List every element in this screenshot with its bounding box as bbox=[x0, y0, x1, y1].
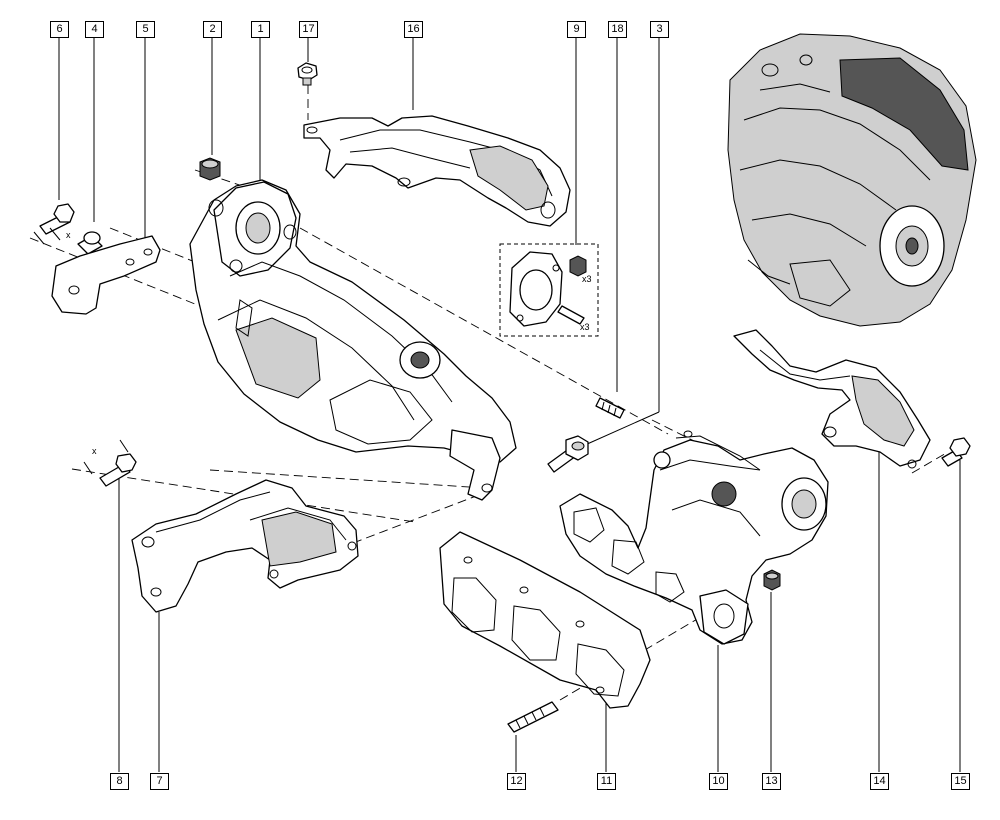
callout-4: 4 bbox=[85, 21, 104, 38]
part-10-turbo-manifold bbox=[559, 430, 829, 645]
part-6-bolt: x bbox=[33, 203, 75, 245]
svg-text:x3: x3 bbox=[580, 322, 590, 332]
callout-17: 17 bbox=[299, 21, 318, 38]
callout-12: 12 bbox=[507, 773, 526, 790]
part-8-bolt: x bbox=[83, 439, 137, 487]
part-13-nut bbox=[763, 569, 781, 591]
part-5-bracket bbox=[51, 235, 161, 315]
part-17-nut bbox=[297, 62, 318, 86]
part-15-bolt bbox=[941, 437, 971, 467]
callout-15: 15 bbox=[951, 773, 970, 790]
callout-2: 2 bbox=[203, 21, 222, 38]
callout-13: 13 bbox=[762, 773, 781, 790]
part-1-catalytic-converter bbox=[189, 179, 517, 501]
svg-text:x: x bbox=[92, 446, 97, 456]
engine-reference-illustration bbox=[727, 33, 977, 327]
part-4-stud bbox=[77, 231, 103, 255]
part-3-stud-bolt bbox=[547, 435, 589, 473]
part-18-stud bbox=[595, 397, 625, 419]
part-16-heat-shield bbox=[303, 115, 571, 227]
callout-5: 5 bbox=[136, 21, 155, 38]
callout-11: 11 bbox=[597, 773, 616, 790]
callout-14: 14 bbox=[870, 773, 889, 790]
part-7-support-bracket bbox=[131, 479, 359, 613]
leader-lines bbox=[58, 38, 961, 772]
part-2-nut bbox=[199, 157, 221, 181]
callout-16: 16 bbox=[404, 21, 423, 38]
part-12-stud bbox=[507, 701, 559, 733]
svg-text:x: x bbox=[66, 230, 71, 240]
callout-18: 18 bbox=[608, 21, 627, 38]
svg-text:x3: x3 bbox=[582, 274, 592, 284]
callout-1: 1 bbox=[251, 21, 270, 38]
callout-6: 6 bbox=[50, 21, 69, 38]
part-11-manifold-gasket bbox=[439, 531, 651, 709]
callout-3: 3 bbox=[650, 21, 669, 38]
callout-9: 9 bbox=[567, 21, 586, 38]
part-9-gasket-kit: x3 x3 bbox=[499, 243, 599, 337]
part-14-turbo-heat-shield bbox=[733, 329, 931, 469]
callout-10: 10 bbox=[709, 773, 728, 790]
callout-8: 8 bbox=[110, 773, 129, 790]
callout-7: 7 bbox=[150, 773, 169, 790]
